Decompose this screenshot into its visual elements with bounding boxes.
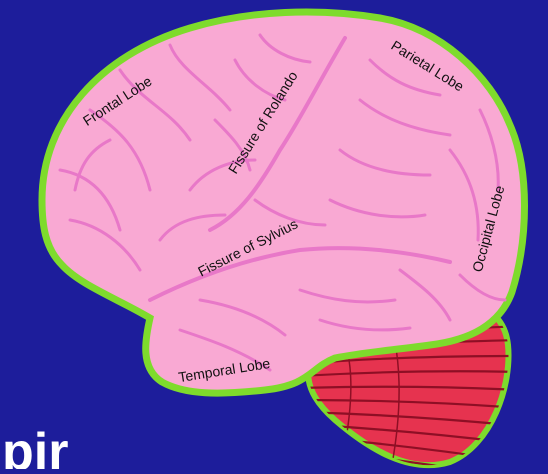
cerebrum-shape <box>42 12 525 393</box>
cropped-caption-text: pir <box>2 423 68 469</box>
cerebrum: Frontal Lobe Fissure of Rolando Parietal… <box>42 12 525 393</box>
